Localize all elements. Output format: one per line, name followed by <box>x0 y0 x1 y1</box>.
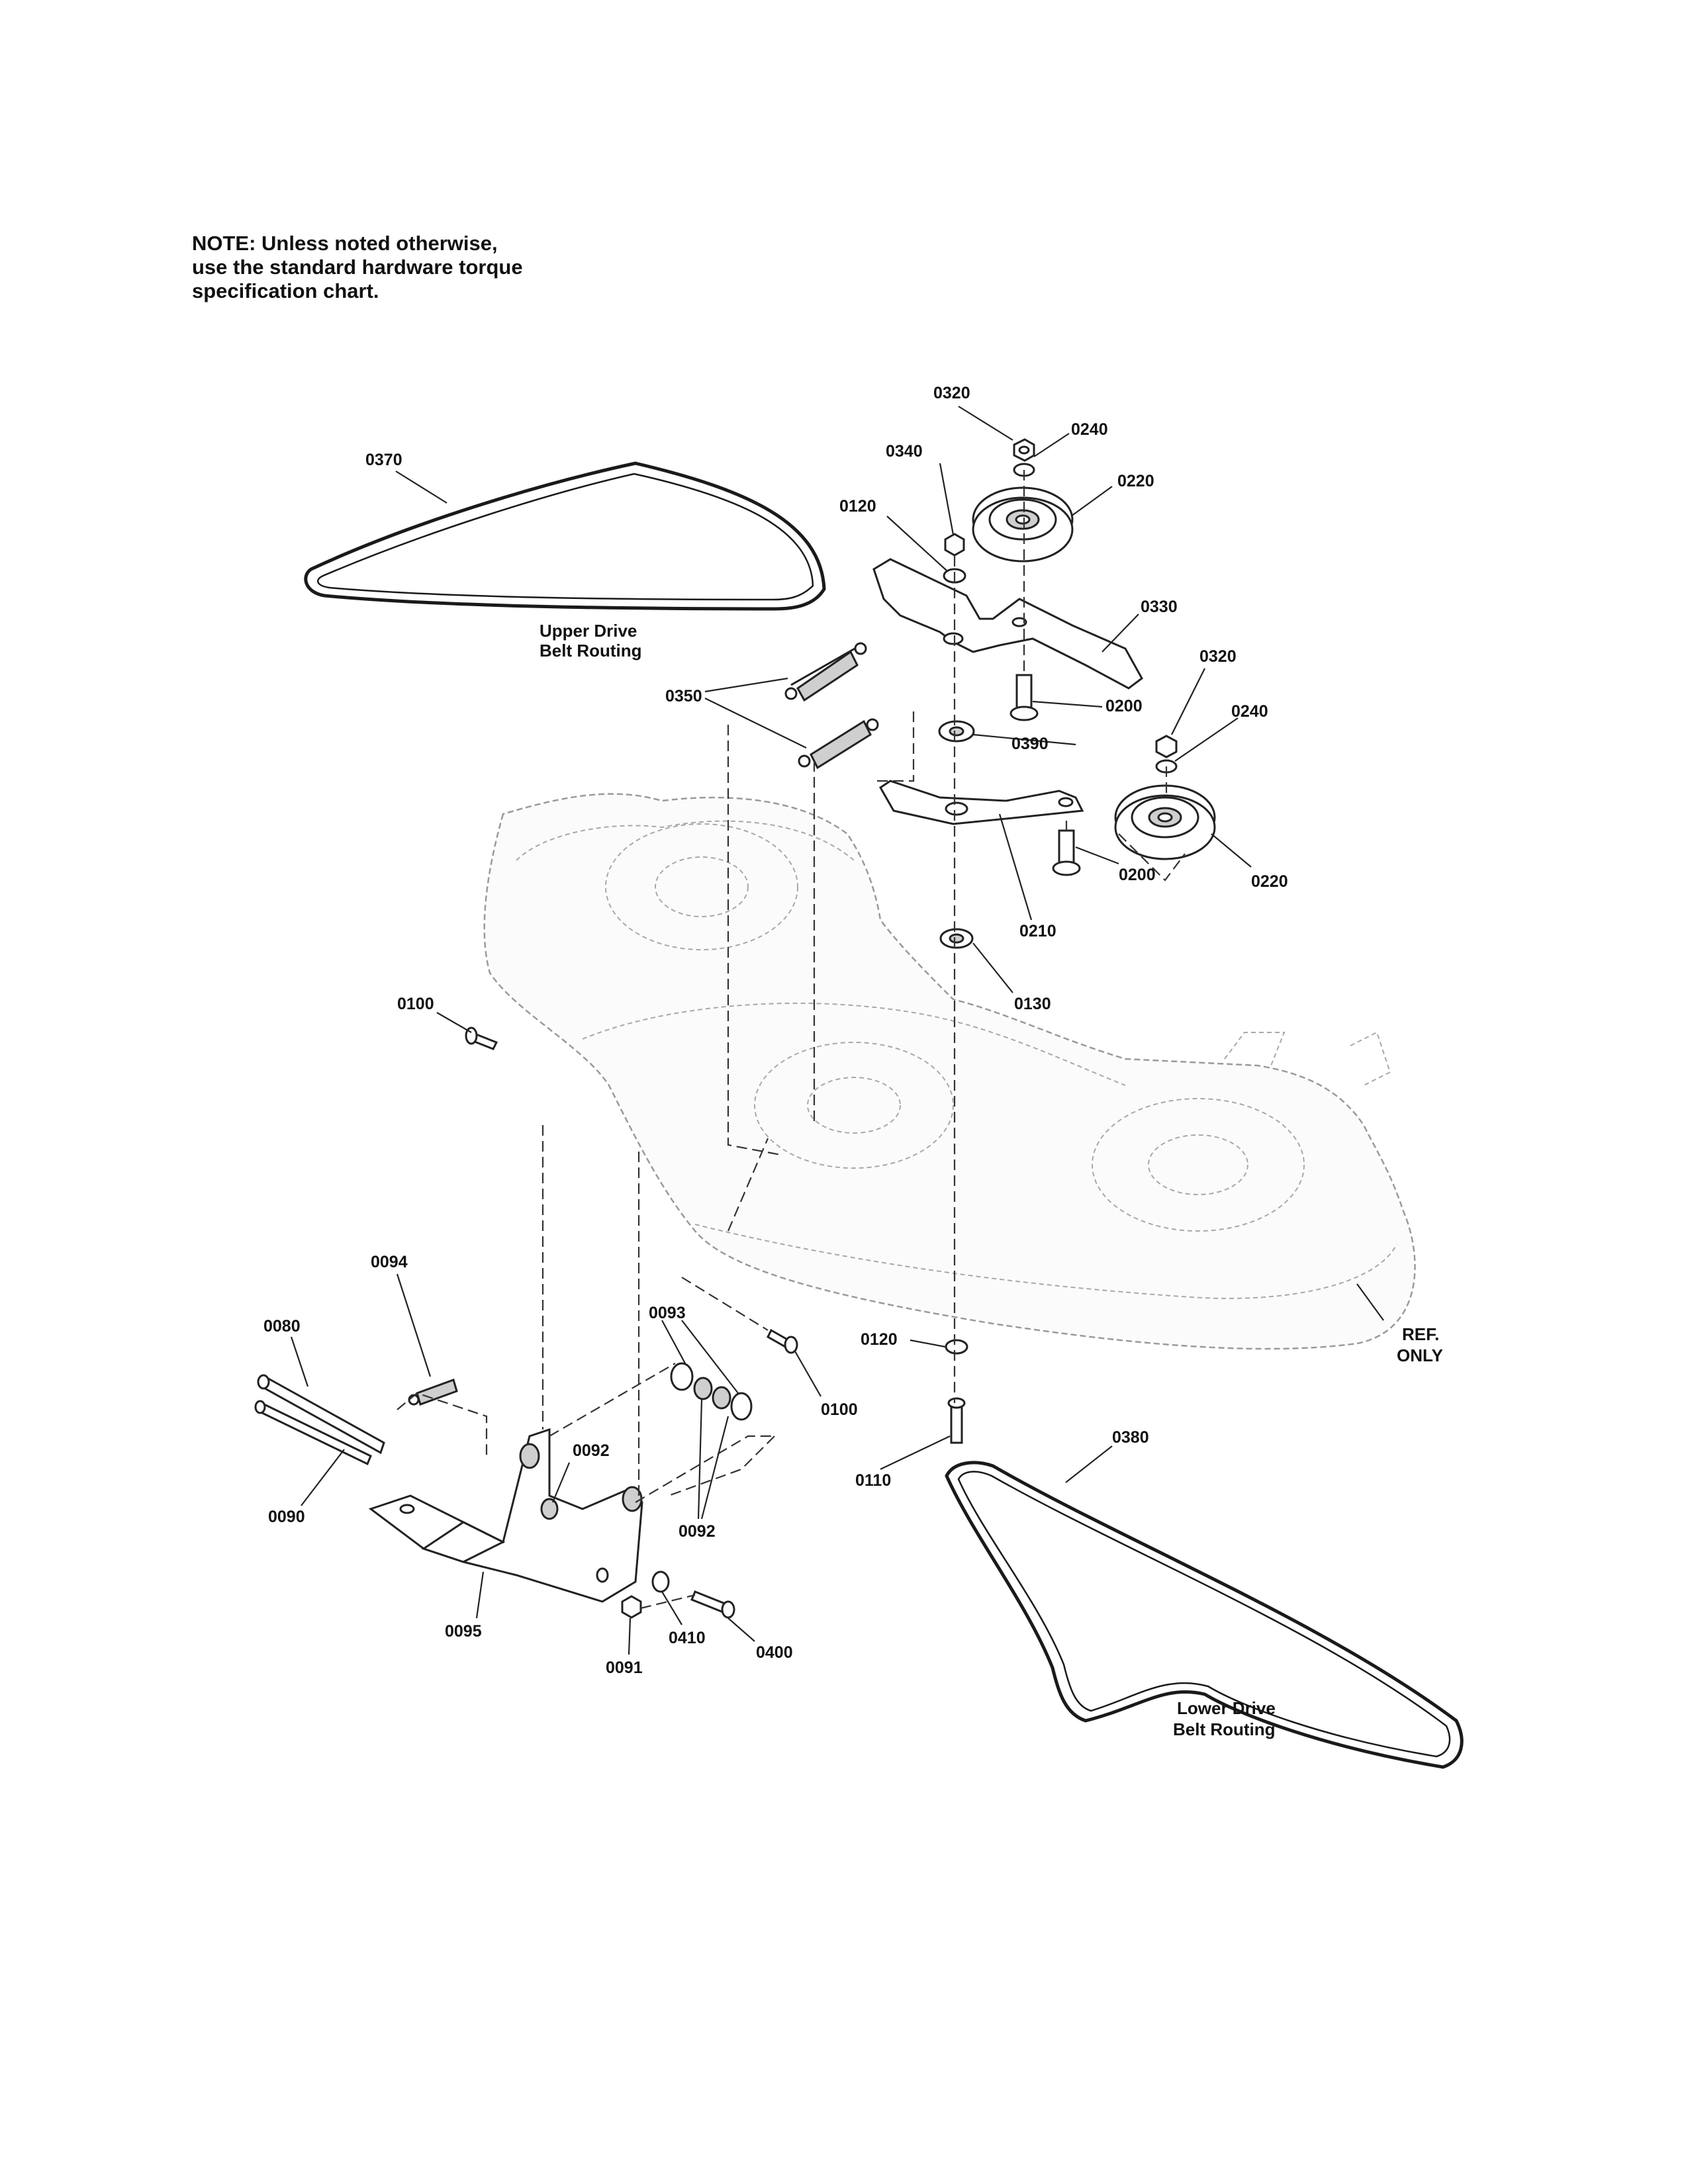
callout-0090: 0090 <box>268 1508 305 1526</box>
upper-belt-caption-line1: Upper Drive <box>539 621 637 641</box>
assembly-lines <box>397 470 1186 1610</box>
lower-belt-caption-line2: Belt Routing <box>1173 1719 1276 1739</box>
callout-0410: 0410 <box>669 1629 706 1647</box>
callout-0100-upper: 0100 <box>397 995 434 1013</box>
callout-0120-upper: 0120 <box>839 497 876 516</box>
bolt-0400 <box>690 1590 735 1619</box>
callout-0092-upper: 0092 <box>573 1441 610 1460</box>
callout-0200-upper: 0200 <box>1105 697 1143 715</box>
callout-0093: 0093 <box>649 1304 686 1322</box>
callout-0130: 0130 <box>1014 995 1051 1013</box>
spring-lower <box>798 718 879 770</box>
rod-0080 <box>257 1374 385 1455</box>
idler-bracket-0210 <box>879 780 1084 825</box>
callout-0340: 0340 <box>886 442 923 461</box>
callout-0400: 0400 <box>756 1643 793 1662</box>
callout-labels: 0320 0240 0340 0220 0120 0370 0330 0320 … <box>263 384 1288 1677</box>
nut-upper <box>1013 438 1035 462</box>
callout-0350: 0350 <box>665 687 702 705</box>
callout-0092-lower: 0092 <box>679 1522 716 1541</box>
bushing-set <box>540 1362 753 1520</box>
note-line-1: NOTE: Unless noted otherwise, <box>192 232 498 255</box>
idler-arm <box>872 558 1143 690</box>
callout-0240-lower: 0240 <box>1231 702 1268 721</box>
leader-lines <box>290 406 1384 1655</box>
callout-0220-upper: 0220 <box>1117 472 1154 490</box>
callout-0210: 0210 <box>1019 922 1056 940</box>
spring-upper <box>784 642 867 702</box>
callout-0390: 0390 <box>1011 735 1049 753</box>
callout-0100-lower: 0100 <box>821 1400 858 1419</box>
spring-0094 <box>408 1379 458 1406</box>
idler-pulley-lower <box>1114 784 1216 860</box>
torque-note: NOTE: Unless noted otherwise, use the st… <box>192 232 655 303</box>
callout-0120-lower: 0120 <box>861 1330 898 1349</box>
callout-0320-upper: 0320 <box>933 384 970 402</box>
bolt-lower <box>1052 829 1081 876</box>
upper-belt-caption-line2: Belt Routing <box>539 641 642 660</box>
callout-0330: 0330 <box>1141 598 1178 616</box>
callout-0095: 0095 <box>445 1622 482 1641</box>
note-line-3: specification chart. <box>192 279 379 302</box>
captions: Upper Drive Belt Routing Lower Drive Bel… <box>539 621 1443 1739</box>
bolt-0100-middle <box>767 1328 798 1354</box>
callout-0091: 0091 <box>606 1659 643 1677</box>
rod-0090 <box>254 1400 372 1466</box>
spacer-0390 <box>938 720 975 743</box>
lower-drive-belt <box>945 1461 1464 1769</box>
callout-0094: 0094 <box>371 1253 408 1271</box>
bolt-0100-left <box>465 1026 498 1050</box>
washer-0120-lower <box>945 1339 968 1355</box>
idler-pulley-upper <box>972 486 1074 563</box>
callout-0200-lower: 0200 <box>1119 866 1156 884</box>
washer-0410 <box>651 1570 670 1593</box>
callout-0080: 0080 <box>263 1317 301 1336</box>
spacer-0130 <box>939 928 974 949</box>
callout-0240-upper: 0240 <box>1071 420 1108 439</box>
ref-only-line1: REF. <box>1402 1324 1439 1344</box>
hanger-bracket <box>368 1428 643 1603</box>
lower-belt-caption-line1: Lower Drive <box>1177 1698 1276 1718</box>
callout-0380: 0380 <box>1112 1428 1149 1447</box>
note-line-2: use the standard hardware torque <box>192 255 523 279</box>
nut-0340 <box>944 533 965 557</box>
callout-0370: 0370 <box>365 451 402 469</box>
callout-0320-lower: 0320 <box>1199 647 1237 666</box>
upper-drive-belt <box>304 461 826 611</box>
callout-0220-lower: 0220 <box>1251 872 1288 891</box>
mower-deck <box>483 793 1416 1350</box>
nut-0091 <box>621 1595 642 1619</box>
bolt-0110 <box>947 1397 966 1444</box>
callout-0110: 0110 <box>855 1471 891 1490</box>
bolt-upper <box>1009 674 1039 721</box>
ref-only-line2: ONLY <box>1397 1345 1443 1365</box>
nut-lower <box>1155 735 1178 758</box>
